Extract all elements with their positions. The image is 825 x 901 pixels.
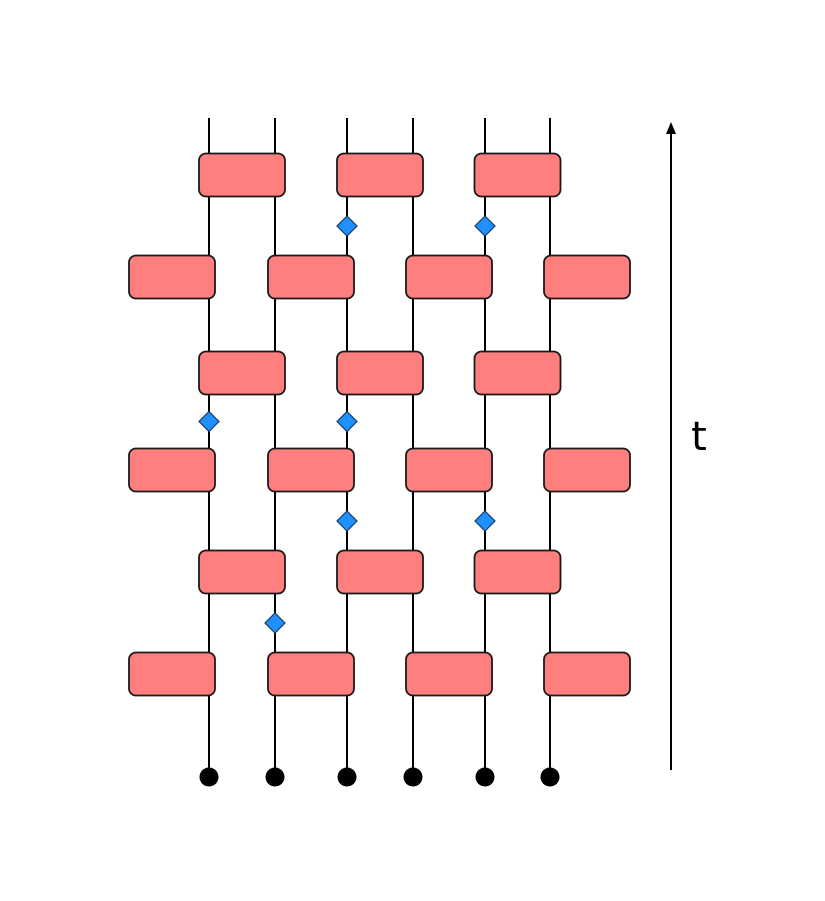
- unitary-gate: [128, 254, 216, 300]
- diamond-icon: [336, 510, 358, 532]
- qubit-inputs: [199, 767, 560, 787]
- time-axis-label: t: [691, 414, 707, 460]
- unitary-gate: [543, 651, 631, 697]
- gate-layers: [128, 152, 631, 697]
- time-axis: t: [666, 122, 707, 770]
- unitary-gate: [128, 447, 216, 493]
- diamond-icon: [474, 215, 496, 237]
- unitary-gate: [473, 549, 562, 595]
- circle-dot-icon: [540, 767, 560, 787]
- unitary-gate: [473, 350, 562, 396]
- measurements: [198, 215, 496, 634]
- diamond-icon: [336, 215, 358, 237]
- unitary-gate: [198, 350, 286, 396]
- circle-dot-icon: [199, 767, 219, 787]
- unitary-gate: [267, 651, 355, 697]
- unitary-gate: [405, 447, 493, 493]
- unitary-gate: [336, 350, 424, 396]
- unitary-gate: [336, 549, 424, 595]
- arrow-up-icon: [666, 122, 676, 134]
- unitary-gate: [405, 254, 493, 300]
- circle-dot-icon: [337, 767, 357, 787]
- unitary-gate: [267, 447, 355, 493]
- circle-dot-icon: [475, 767, 495, 787]
- unitary-gate: [198, 152, 286, 198]
- diamond-icon: [198, 410, 220, 433]
- circle-dot-icon: [265, 767, 285, 787]
- unitary-gate: [128, 651, 216, 697]
- qubit-wires: [208, 118, 551, 777]
- unitary-gate: [267, 254, 355, 300]
- diamond-icon: [336, 410, 358, 433]
- unitary-gate: [473, 152, 562, 198]
- diamond-icon: [474, 510, 496, 532]
- unitary-gate: [336, 152, 424, 198]
- unitary-gate: [198, 549, 286, 595]
- unitary-gate: [543, 447, 631, 493]
- circle-dot-icon: [403, 767, 423, 787]
- unitary-gate: [543, 254, 631, 300]
- diamond-icon: [264, 612, 286, 634]
- unitary-gate: [405, 651, 493, 697]
